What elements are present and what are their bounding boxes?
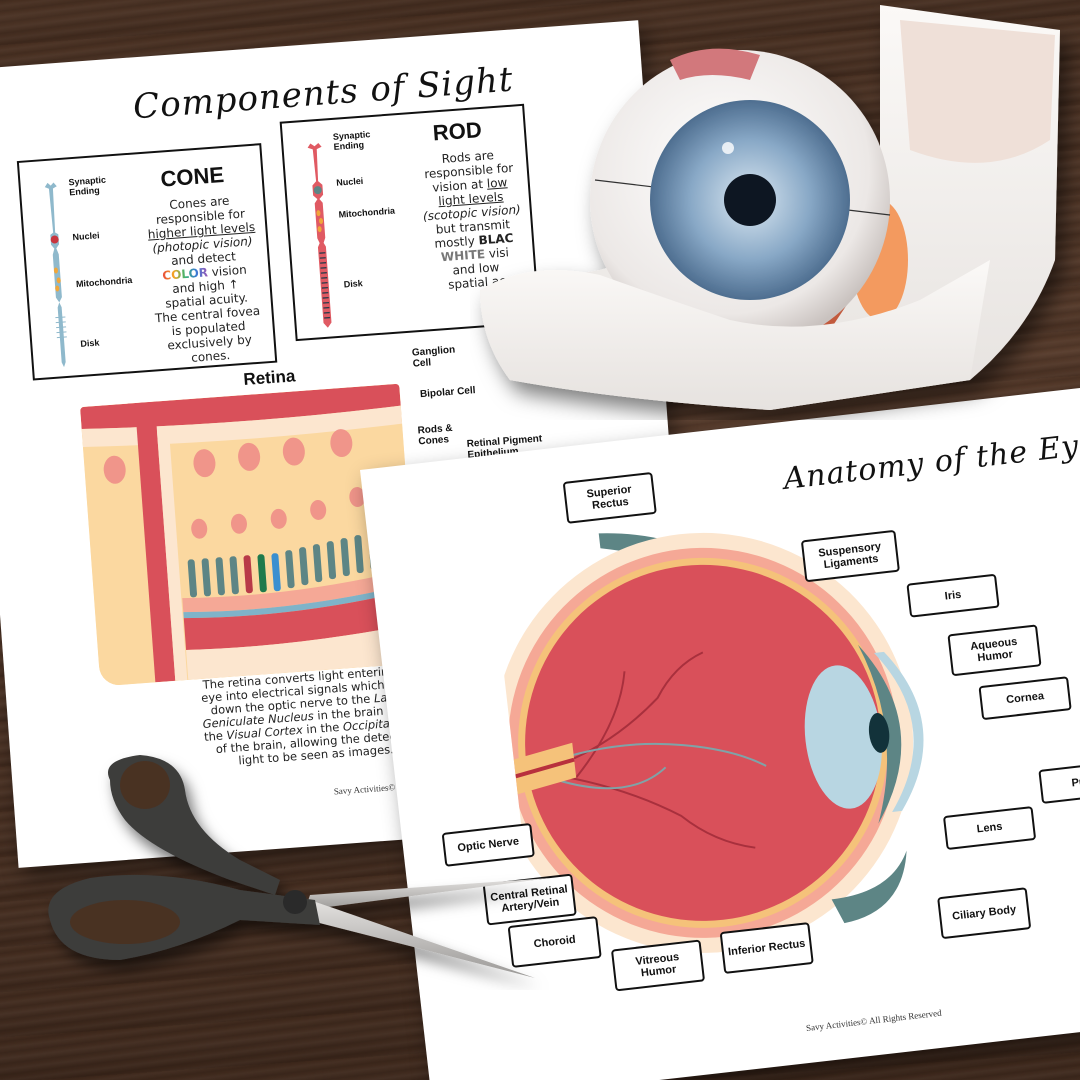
label-lens: Lens [942, 806, 1037, 851]
label-iris: Iris [906, 573, 1000, 618]
scissors-photo [48, 755, 550, 978]
cone-label-synaptic-ending: Synaptic Ending [68, 174, 107, 198]
rod-label-disk: Disk [343, 278, 364, 290]
worksheet-title: Anatomy of the Eye [781, 426, 1080, 497]
label-rods-and-cones: Rods & Cones [417, 422, 453, 448]
label-ciliary-body: Ciliary Body [937, 887, 1032, 940]
rod-label-mitochondria: Mitochondria [338, 205, 396, 220]
rod-label-synaptic-ending: Synaptic Ending [332, 129, 371, 152]
rod-label-nuclei: Nuclei [335, 175, 364, 188]
copyright-notice: Savy Activities© All Rights Reserved [805, 1007, 943, 1034]
cone-cell-illustration [44, 182, 67, 368]
rod-cell-illustration [307, 142, 332, 328]
eye-model-photo [480, 5, 1060, 410]
anatomy-of-the-eye-worksheet: Anatomy of the Eye Superior Rectus Suspe… [360, 383, 1080, 1080]
label-vitreous-humor: Vitreous Humor [610, 939, 706, 992]
label-ganglion-cell: Ganglion Cell [411, 344, 456, 370]
rod-card: Synaptic Ending Nuclei Mitochondria Disk… [279, 103, 541, 342]
cone-label-disk: Disk [80, 337, 100, 349]
cone-heading: CONE [159, 161, 225, 192]
label-cornea: Cornea [978, 676, 1072, 721]
cone-description: Cones are responsible for higher light l… [147, 193, 261, 365]
cone-label-mitochondria: Mitochondria [75, 274, 133, 290]
cone-card: Synaptic Ending Nuclei Mitochondria Disk… [16, 143, 278, 381]
retina-heading: Retina [242, 366, 296, 390]
label-inferior-rectus: Inferior Rectus [719, 922, 814, 974]
label-bipolar-cell: Bipolar Cell [419, 385, 476, 401]
label-aqueous-humor: Aqueous Humor [947, 624, 1042, 677]
label-pupil: Pupil [1038, 759, 1080, 804]
eye-cross-section-icon [493, 532, 924, 953]
cone-label-nuclei: Nuclei [72, 230, 100, 243]
label-superior-rectus: Superior Rectus [562, 471, 657, 524]
